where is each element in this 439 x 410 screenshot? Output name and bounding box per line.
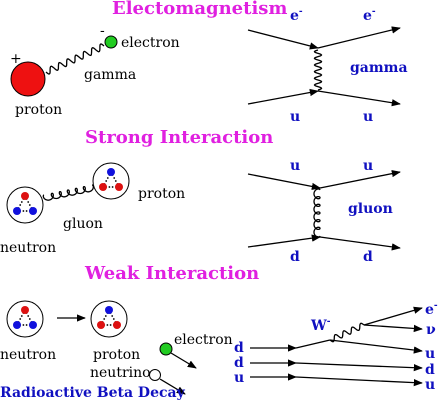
em-proton-label: proton	[15, 102, 62, 118]
weak-neutron-label: neutron	[0, 347, 56, 363]
weak-outgoing-quarks: u d u	[425, 346, 435, 393]
weak-neutron-icon	[6, 300, 44, 338]
em-diagram-top-left: e-	[290, 7, 303, 24]
weak-out-quark: u	[425, 346, 435, 362]
gluon-dot	[109, 324, 112, 326]
proton-charge-sign: +	[10, 51, 22, 67]
gluon-dot	[28, 318, 31, 320]
electron-icon	[104, 35, 118, 49]
gluon-coil-icon	[42, 184, 94, 201]
quark-icon	[99, 183, 107, 191]
weak-incoming-quarks: d d u	[234, 340, 244, 386]
gluon-dot	[20, 201, 23, 203]
em-gamma-label: gamma	[84, 67, 136, 83]
quark-icon	[97, 321, 105, 329]
weak-electron-label: electron	[174, 332, 233, 348]
strong-diagram-top-right: u	[363, 158, 373, 174]
weak-caption: Radioactive Beta Decay	[0, 385, 186, 401]
quark-icon	[29, 321, 37, 329]
strong-diagram-top-left: u	[290, 158, 300, 174]
quark-icon	[21, 306, 29, 314]
strong-neutron-icon	[6, 186, 44, 224]
gluon-dot	[28, 204, 31, 206]
strong-proton-label: proton	[138, 186, 185, 202]
gluon-dot	[113, 177, 116, 179]
proton-icon	[10, 61, 46, 97]
weak-in-quark: d	[234, 340, 244, 356]
weak-title: Weak Interaction	[84, 263, 259, 284]
em-diagram-top-right: e-	[363, 7, 376, 24]
gluon-dot	[112, 318, 115, 320]
quark-icon	[113, 321, 121, 329]
gluon-dot	[20, 315, 23, 317]
gluon-dot	[25, 324, 28, 326]
quark-icon	[13, 207, 21, 215]
gluon-dot	[19, 318, 22, 320]
neutrino-icon	[149, 369, 161, 381]
strong-neutron-label: neutron	[0, 240, 56, 256]
electron-charge-sign: -	[100, 23, 105, 39]
strong-vertical-gluon-icon	[313, 188, 321, 238]
em-diagram-boson: gamma	[350, 60, 408, 76]
weak-out-quark: u	[425, 377, 435, 393]
quark-icon	[107, 168, 115, 176]
em-vertical-photon-icon	[313, 49, 323, 91]
gluon-dot	[111, 315, 114, 317]
em-electron-label: electron	[121, 35, 180, 51]
weak-in-quark: u	[234, 370, 244, 386]
weak-out-neutrino: ν	[426, 322, 436, 338]
w-boson-label: W-	[310, 317, 331, 334]
gluon-dot	[19, 204, 22, 206]
gluon-dot	[27, 201, 30, 203]
gluon-dot	[111, 186, 114, 188]
photon-wave-icon	[45, 43, 105, 75]
gluon-dot	[103, 318, 106, 320]
em-diagram-bottom-left: u	[290, 109, 300, 125]
gluon-dot	[106, 324, 109, 326]
weak-electron-icon	[159, 342, 173, 356]
strong-diagram-bottom-left: d	[290, 249, 300, 265]
weak-out-quark: d	[425, 362, 435, 378]
em-title: Electomagnetism	[112, 0, 287, 19]
em-diagram-bottom-right: u	[363, 109, 373, 125]
weak-proton-icon	[90, 300, 128, 338]
strong-proton-icon	[92, 162, 130, 200]
strong-gluon-label: gluon	[63, 216, 103, 232]
gluon-dot	[22, 324, 25, 326]
strong-diagram-bottom-right: d	[363, 249, 373, 265]
weak-out-electron: e-	[425, 301, 438, 318]
gluon-dot	[22, 210, 25, 212]
gluon-dot	[27, 315, 30, 317]
weak-neutrino-label: neutrino	[90, 365, 151, 381]
w-boson-wave-icon	[329, 322, 365, 343]
gluon-dot	[105, 180, 108, 182]
quark-icon	[105, 306, 113, 314]
gluon-dot	[114, 180, 117, 182]
quark-icon	[29, 207, 37, 215]
quark-icon	[13, 321, 21, 329]
weak-proton-label: proton	[93, 347, 140, 363]
strong-title: Strong Interaction	[85, 127, 273, 148]
gluon-dot	[25, 210, 28, 212]
gluon-dot	[106, 177, 109, 179]
weak-in-quark: d	[234, 355, 244, 371]
quark-icon	[115, 183, 123, 191]
quark-icon	[21, 192, 29, 200]
gluon-dot	[104, 315, 107, 317]
strong-diagram-boson: gluon	[348, 201, 393, 217]
gluon-dot	[108, 186, 111, 188]
